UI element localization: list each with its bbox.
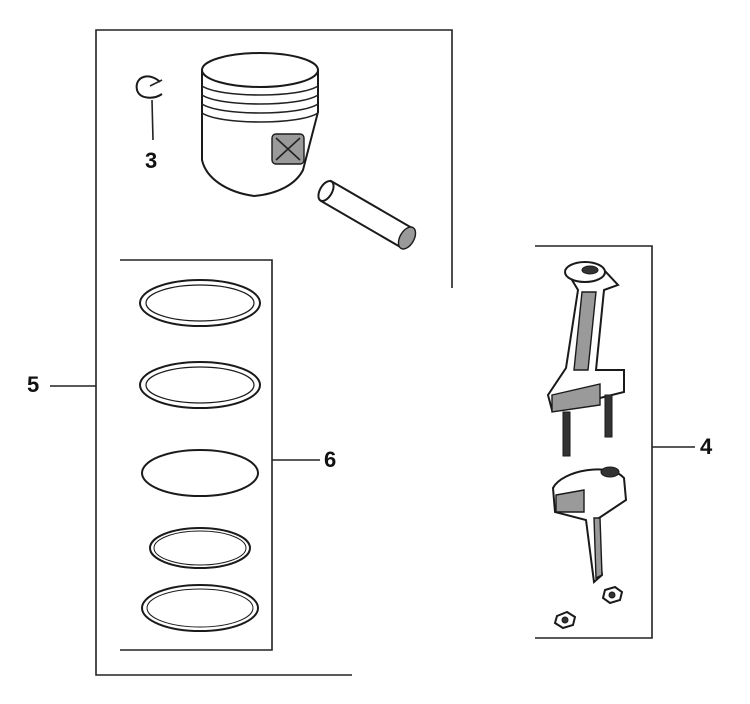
callout-3: 3	[145, 148, 158, 173]
rod-bolt-right	[604, 394, 613, 438]
rod-nut-upper	[601, 585, 624, 605]
connecting-rod-upper	[546, 261, 625, 413]
piston-ring-4	[149, 527, 251, 569]
leader-line-3	[151, 99, 154, 141]
connecting-rod-cap	[551, 466, 628, 584]
piston-ring-2	[139, 361, 261, 409]
rod-bolt-left	[562, 411, 571, 457]
piston	[201, 52, 319, 198]
callout-4: 4	[700, 434, 713, 459]
piston-ring-3	[141, 449, 259, 497]
piston-ring-5	[141, 584, 259, 632]
connecting-rod-bracket	[535, 245, 653, 639]
piston-ring-1	[139, 279, 261, 327]
piston-pin	[317, 179, 417, 250]
rod-nut-lower	[553, 610, 577, 630]
retaining-clip	[135, 75, 163, 99]
piston-assembly-bracket	[95, 29, 453, 676]
piston-rings-bracket	[120, 259, 273, 651]
callout-6: 6	[324, 447, 337, 472]
callout-5: 5	[27, 372, 40, 397]
